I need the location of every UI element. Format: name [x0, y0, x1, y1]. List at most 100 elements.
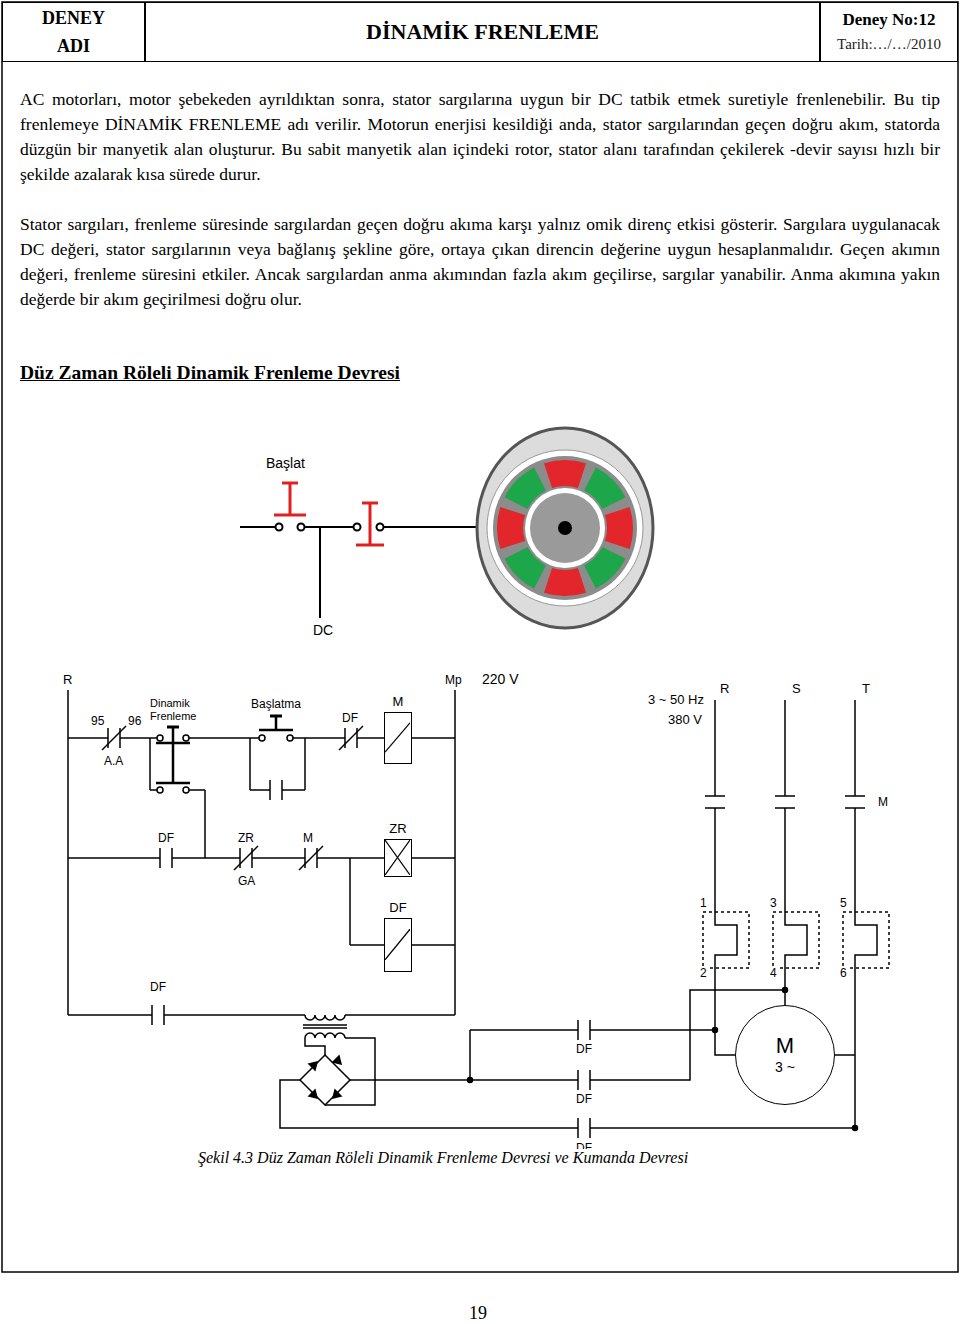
pushbutton-symbol [275, 716, 278, 730]
dc-contact [577, 1020, 579, 1040]
button-wiring [354, 524, 361, 531]
power-wiring [784, 965, 786, 1005]
stator-pole [497, 507, 525, 549]
control-wiring [172, 857, 240, 859]
contact-label: DF [576, 1092, 592, 1106]
contact-label: DF [576, 1042, 592, 1056]
button-wiring [276, 524, 283, 531]
supply-label: 3 ~ 50 Hz [648, 692, 704, 707]
pushbutton-symbol [356, 544, 384, 547]
control-wiring [189, 737, 259, 739]
power-wiring [854, 965, 856, 1128]
coil-symbol [385, 723, 410, 752]
header-text: Tarih:…/…/2010 [837, 32, 941, 56]
control-wiring [412, 944, 455, 946]
stator-pole [497, 460, 633, 596]
power-wiring [773, 912, 819, 968]
pushbutton-symbol [289, 483, 292, 515]
button-label: Başlat [266, 455, 305, 471]
power-wiring [855, 915, 877, 965]
dc-contact [577, 1118, 579, 1138]
coil-symbol [385, 919, 410, 970]
contact-label: GA [238, 874, 255, 888]
section-heading: Düz Zaman Röleli Dinamik Frenleme Devres… [20, 362, 400, 384]
bridge-rectifier [350, 1079, 470, 1081]
bridge-rectifier [280, 1030, 578, 1128]
contact-symbol [269, 780, 271, 800]
pushbutton-symbol [157, 735, 163, 741]
button-label: Başlatma [251, 697, 301, 711]
contact-symbol [163, 1005, 165, 1025]
pushbutton-symbol [274, 483, 384, 545]
control-wiring [250, 789, 270, 791]
control-wiring [293, 737, 345, 739]
figure-caption: Şekil 4.3 Düz Zaman Röleli Dinamik Frenl… [198, 1149, 688, 1167]
transformer-symbol [303, 1015, 347, 1038]
power-wiring [703, 700, 889, 1128]
header-text: DENEY ADI [34, 4, 114, 60]
relay-coil: DF [384, 900, 412, 972]
motor-illustration [477, 428, 653, 628]
control-wiring [68, 1014, 152, 1016]
motor-illustration [530, 493, 600, 563]
transformer-symbol [303, 1027, 347, 1029]
control-wiring [345, 1014, 455, 1016]
phase-label: S [792, 681, 801, 696]
stator-pole [605, 507, 633, 549]
terminal-number: 2 [700, 966, 707, 980]
bridge-rectifier [300, 1055, 350, 1105]
pushbutton-symbol [157, 787, 163, 793]
contact-label: M [878, 795, 888, 809]
power-wiring [775, 795, 795, 797]
header-text: DİNAMİK FRENLEME [366, 18, 599, 46]
dc-contact [578, 988, 858, 1139]
motor-text: M [776, 1034, 794, 1058]
bridge-rectifier [325, 1038, 375, 1105]
pushbutton-symbol [259, 735, 265, 741]
relay-coil: ZR [384, 821, 412, 877]
control-wiring [149, 738, 151, 790]
motor-illustration [493, 456, 637, 600]
coil-label: DF [384, 900, 412, 916]
coil-symbol [385, 929, 410, 960]
dc-contact [590, 1029, 715, 1031]
power-wiring [854, 808, 856, 915]
button-label: Dinamik Frenleme [150, 697, 200, 723]
terminal-number: 3 [770, 896, 777, 910]
coil-label: ZR [384, 821, 412, 837]
phase-label: R [63, 672, 72, 687]
bridge-rectifier [469, 1030, 471, 1080]
contact-symbol [151, 1005, 153, 1025]
header-cell: Deney No:12Tarih:…/…/2010 [820, 2, 958, 62]
page-number: 19 [469, 1303, 487, 1324]
button-wiring [240, 524, 482, 619]
bridge-rectifier [280, 1080, 578, 1128]
dc-contact [590, 1127, 855, 1129]
coil-box [384, 712, 412, 764]
terminal-number: 1 [700, 896, 707, 910]
contact-symbol [234, 846, 258, 870]
power-wiring [845, 795, 865, 797]
coil-symbol [385, 840, 410, 875]
contact-label: DF [158, 831, 174, 845]
pushbutton-symbol [270, 715, 282, 718]
coil-box [384, 918, 412, 972]
contact-symbol [339, 726, 363, 750]
power-wiring [703, 912, 749, 968]
bridge-rectifier [305, 1038, 325, 1055]
motor-illustration [487, 450, 643, 606]
control-wiring [204, 790, 206, 858]
bridge-rectifier [470, 1079, 578, 1081]
power-wiring [843, 912, 889, 968]
page-border [2, 2, 958, 1272]
motor-illustration [525, 488, 605, 568]
contact-label: DF [150, 980, 166, 994]
contact-symbol [281, 780, 283, 800]
phase-label: T [862, 681, 870, 696]
pushbutton-symbol [183, 787, 189, 793]
motor-illustration [477, 428, 653, 628]
control-wiring [350, 944, 384, 946]
transformer-symbol [305, 1015, 345, 1020]
